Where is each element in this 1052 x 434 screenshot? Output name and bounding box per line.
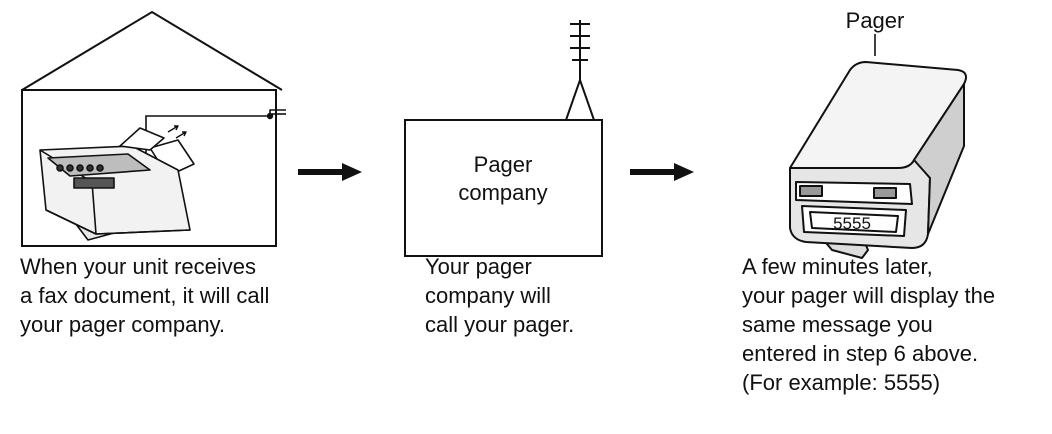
- fax-machine-icon: [39, 125, 195, 241]
- caption-line: company will: [425, 283, 551, 308]
- caption-line: (For example: 5555): [742, 370, 941, 395]
- caption-line: same message you: [742, 312, 933, 337]
- step-1-caption: When your unit receives a fax document, …: [20, 252, 269, 339]
- caption-line: When your unit receives: [20, 254, 256, 279]
- caption-line: A few minutes later,: [742, 254, 933, 279]
- step-3-caption: A few minutes later, your pager will dis…: [742, 252, 995, 397]
- pager-company-box: [404, 119, 603, 257]
- caption-line: call your pager.: [425, 312, 575, 337]
- step-2-caption: Your pager company will call your pager.: [425, 252, 574, 339]
- caption-line: entered in step 6 above.: [742, 341, 979, 366]
- pager-display-value: 5555: [833, 214, 871, 233]
- arrow-right-icon: [298, 163, 362, 181]
- caption-line: your pager will display the: [742, 283, 996, 308]
- arrow-right-icon: [630, 163, 694, 181]
- pager-icon: [789, 61, 967, 259]
- box-label-line-2: company: [458, 180, 547, 205]
- antenna-icon: [565, 20, 595, 121]
- caption-line: a fax document, it will call: [20, 283, 270, 308]
- box-label-line-1: Pager: [474, 152, 533, 177]
- caption-line: your pager company.: [20, 312, 226, 337]
- pager-label: Pager: [846, 8, 905, 33]
- caption-line: Your pager: [425, 254, 532, 279]
